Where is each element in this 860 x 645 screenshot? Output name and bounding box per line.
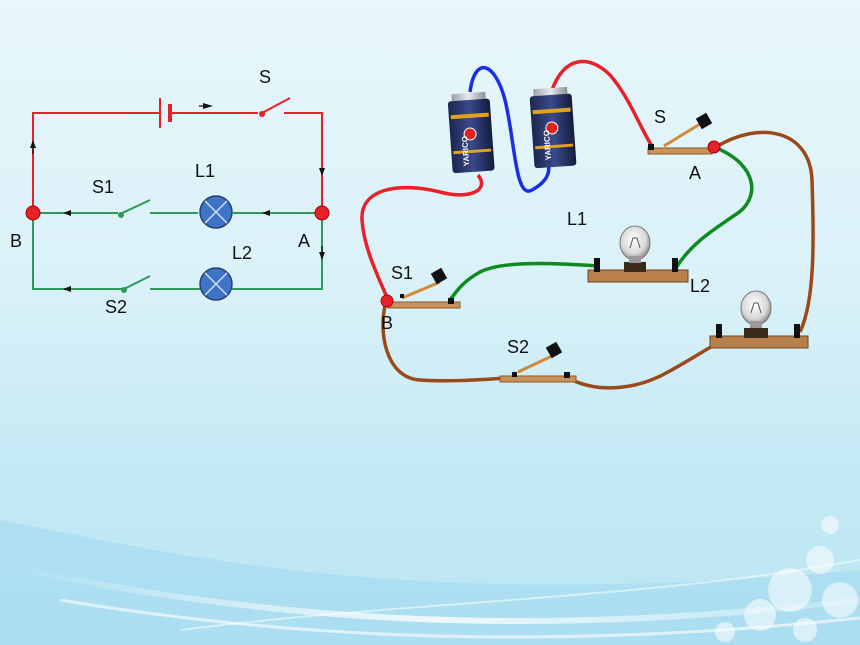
battery-right: YARICO xyxy=(529,86,577,169)
switch-s1-symbol xyxy=(92,199,151,218)
background-decoration xyxy=(0,516,860,645)
physical-label-node-b: B xyxy=(381,313,394,333)
schematic-wire-top xyxy=(32,112,160,212)
green-wire-lower xyxy=(448,261,599,302)
circuit-schematic xyxy=(25,97,330,301)
switch-s-symbol xyxy=(234,97,291,117)
physical-label-switch-s2: S2 xyxy=(507,337,530,357)
schematic-label-node-a: A xyxy=(298,231,311,251)
node-a-dot xyxy=(314,205,330,221)
schematic-label-lamp-l2: L2 xyxy=(232,243,253,263)
lamp-l1-board xyxy=(587,225,689,283)
physical-label-lamp-l1: L1 xyxy=(567,209,588,229)
schematic-label-switch-s1: S1 xyxy=(92,177,115,197)
lamp-l1-symbol xyxy=(199,195,233,229)
physical-circuit: YARICO YARICO xyxy=(360,59,815,390)
battery-brand-right: YARICO xyxy=(542,130,553,161)
red-wire-right xyxy=(550,59,654,147)
physical-label-switch-s1: S1 xyxy=(391,263,414,283)
brown-wire-lamp2 xyxy=(567,342,717,390)
arrow-icon xyxy=(63,286,71,292)
brown-wire-bottom xyxy=(381,301,506,383)
arrow-icon xyxy=(319,168,325,176)
schematic-label-switch-s2: S2 xyxy=(105,297,128,317)
arrow-icon xyxy=(203,103,213,109)
brown-wire-right xyxy=(715,130,815,333)
lamp-l2-board xyxy=(709,290,809,349)
node-b-dot xyxy=(380,294,394,308)
schematic-label-node-b: B xyxy=(10,231,23,251)
physical-label-switch-s: S xyxy=(654,107,667,127)
physical-label-lamp-l2: L2 xyxy=(690,276,711,296)
green-wire-upper xyxy=(674,145,754,269)
blue-wire xyxy=(468,66,551,193)
arrow-icon xyxy=(63,210,71,216)
knife-switch-s xyxy=(647,112,713,155)
battery-left: YARICO xyxy=(447,91,495,174)
flower-pattern xyxy=(715,516,858,642)
node-a-dot xyxy=(707,140,721,154)
schematic-wire-branch-2 xyxy=(32,213,120,290)
schematic-label-lamp-l1: L1 xyxy=(195,161,216,181)
arrow-icon xyxy=(262,210,270,216)
red-wire-left xyxy=(360,173,484,301)
knife-switch-s2 xyxy=(499,341,577,383)
battery-brand-left: YARICO xyxy=(460,136,471,167)
schematic-label-switch-s: S xyxy=(259,67,272,87)
arrow-icon xyxy=(319,252,325,260)
switch-s2-symbol xyxy=(120,275,151,293)
node-b-dot xyxy=(25,205,41,221)
physical-label-node-a: A xyxy=(689,163,702,183)
arrow-icon xyxy=(30,140,36,148)
lamp-l2-symbol xyxy=(199,267,233,301)
schematic-wire-top-right-2 xyxy=(284,112,323,212)
battery-symbol xyxy=(159,98,172,128)
